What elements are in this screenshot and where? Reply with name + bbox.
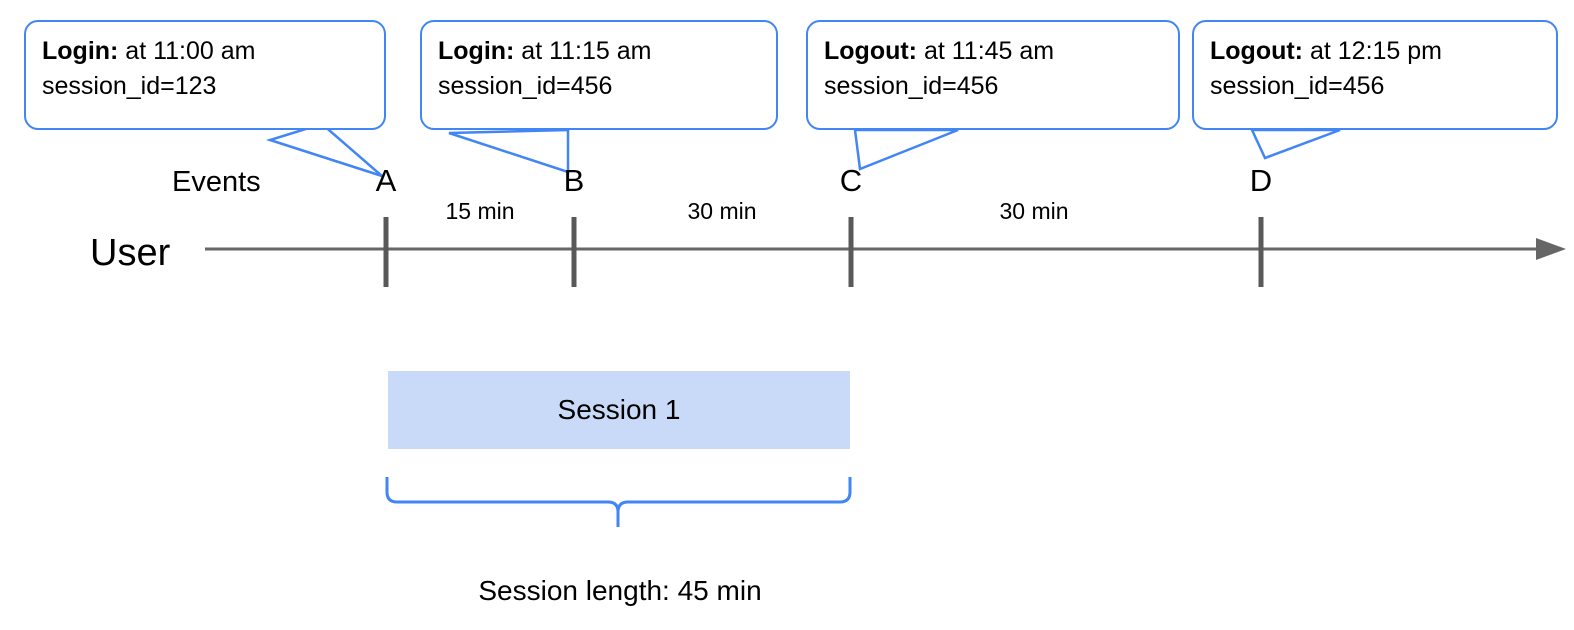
callout-C-time: at 11:45 am [917, 37, 1055, 65]
callout-tail-C [853, 128, 959, 171]
callout-B-session: session_id=456 [438, 71, 613, 100]
event-marker-label-C[interactable]: C [839, 163, 863, 198]
callout-B-event: Login: [438, 37, 515, 65]
session-length-caption: Session length: 45 min [478, 575, 762, 606]
callout-C-event: Logout: [824, 37, 918, 65]
session-brace [385, 477, 852, 527]
callout-A-event: Login: [42, 37, 119, 65]
user-row-label: User [90, 232, 171, 274]
callout-B-time: at 11:15 am [514, 37, 652, 65]
callout-bubble-D[interactable]: Logout: at 12:15 pm session_id=456 [1192, 20, 1558, 130]
event-marker-label-A[interactable]: A [375, 163, 397, 198]
session-bar-label: Session 1 [557, 394, 681, 425]
callout-C-session: session_id=456 [824, 71, 999, 100]
callout-A-session: session_id=123 [42, 71, 217, 100]
callout-bubble-B[interactable]: Login: at 11:15 am session_id=456 [420, 20, 778, 130]
session-bar[interactable]: Session 1 [388, 371, 850, 449]
callout-bubble-C[interactable]: Logout: at 11:45 am session_id=456 [806, 20, 1180, 130]
callout-tail-D [1250, 128, 1341, 160]
callout-bubble-A[interactable]: Login: at 11:00 am session_id=123 [24, 20, 386, 130]
gap-label-C-D: 30 min [999, 198, 1069, 224]
event-marker-label-B[interactable]: B [563, 163, 585, 198]
event-marker-label-D[interactable]: D [1249, 163, 1273, 198]
callout-A-time: at 11:00 am [118, 37, 256, 65]
events-row-label: Events [172, 166, 261, 198]
timeline-arrowhead [1536, 238, 1566, 260]
callout-D-time: at 12:15 pm [1303, 37, 1442, 65]
callout-D-session: session_id=456 [1210, 71, 1385, 100]
callout-tail-B [448, 128, 570, 174]
gap-label-A-B: 15 min [445, 198, 515, 224]
callout-D-event: Logout: [1210, 37, 1304, 65]
callout-tail-A [265, 122, 383, 178]
gap-label-B-C: 30 min [687, 198, 757, 224]
